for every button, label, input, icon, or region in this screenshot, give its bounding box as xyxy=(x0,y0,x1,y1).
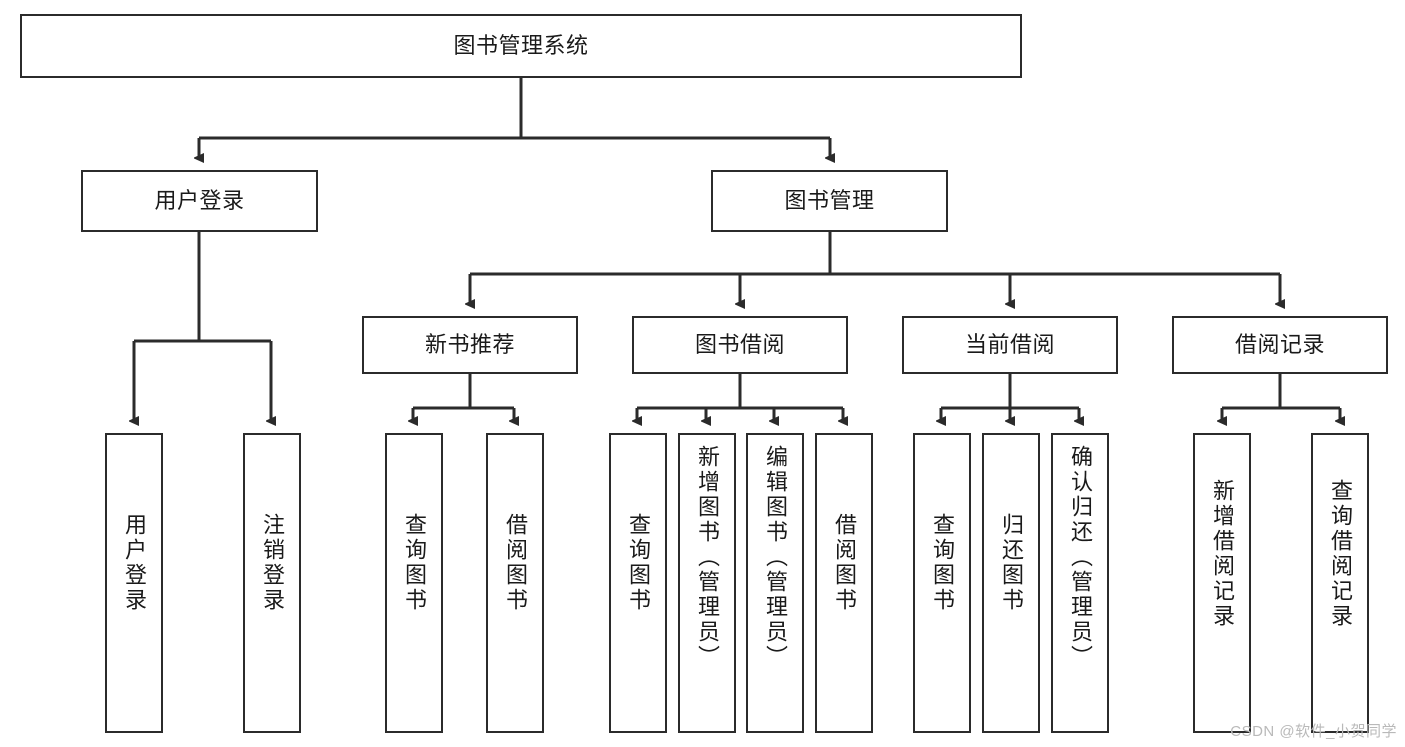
node-label: 编辑图书（管理员） xyxy=(763,445,788,670)
node-label: 借阅图书 xyxy=(832,513,857,613)
node-user-login[interactable]: 用户登录 xyxy=(81,170,318,232)
node-label: 新增借阅记录 xyxy=(1210,479,1235,629)
node-label: 图书管理系统 xyxy=(453,33,589,59)
node-leaf-query-book-1[interactable]: 查询图书 xyxy=(385,433,443,733)
node-label: 确认归还（管理员） xyxy=(1068,445,1093,670)
node-leaf-query-book-3[interactable]: 查询图书 xyxy=(913,433,971,733)
node-book-borrow[interactable]: 图书借阅 xyxy=(632,316,848,374)
node-label: 借阅记录 xyxy=(1234,332,1325,358)
node-label: 新书推荐 xyxy=(424,332,515,358)
node-borrow-record[interactable]: 借阅记录 xyxy=(1172,316,1388,374)
node-label: 用户登录 xyxy=(154,188,245,214)
node-label: 查询借阅记录 xyxy=(1328,479,1353,629)
node-leaf-confirm-return-admin[interactable]: 确认归还（管理员） xyxy=(1051,433,1109,733)
node-label: 查询图书 xyxy=(626,513,651,613)
node-leaf-user-login[interactable]: 用户登录 xyxy=(105,433,163,733)
node-label: 归还图书 xyxy=(999,513,1024,613)
node-leaf-borrow-book-1[interactable]: 借阅图书 xyxy=(486,433,544,733)
node-book-management-system[interactable]: 图书管理系统 xyxy=(20,14,1022,78)
node-label: 图书借阅 xyxy=(694,332,785,358)
node-label: 当前借阅 xyxy=(964,332,1055,358)
node-leaf-return-book[interactable]: 归还图书 xyxy=(982,433,1040,733)
node-current-borrow[interactable]: 当前借阅 xyxy=(902,316,1118,374)
node-label: 查询图书 xyxy=(402,513,427,613)
node-leaf-query-book-2[interactable]: 查询图书 xyxy=(609,433,667,733)
node-leaf-query-borrow-record[interactable]: 查询借阅记录 xyxy=(1311,433,1369,733)
node-new-book-recommend[interactable]: 新书推荐 xyxy=(362,316,578,374)
node-leaf-borrow-book-2[interactable]: 借阅图书 xyxy=(815,433,873,733)
node-label: 借阅图书 xyxy=(503,513,528,613)
node-leaf-logout[interactable]: 注销登录 xyxy=(243,433,301,733)
node-label: 用户登录 xyxy=(122,513,147,613)
node-leaf-add-borrow-record[interactable]: 新增借阅记录 xyxy=(1193,433,1251,733)
node-label: 新增图书（管理员） xyxy=(695,445,720,670)
node-book-manage[interactable]: 图书管理 xyxy=(711,170,948,232)
node-label: 查询图书 xyxy=(930,513,955,613)
node-label: 图书管理 xyxy=(784,188,875,214)
node-leaf-edit-book-admin[interactable]: 编辑图书（管理员） xyxy=(746,433,804,733)
node-leaf-add-book-admin[interactable]: 新增图书（管理员） xyxy=(678,433,736,733)
node-label: 注销登录 xyxy=(260,513,285,613)
